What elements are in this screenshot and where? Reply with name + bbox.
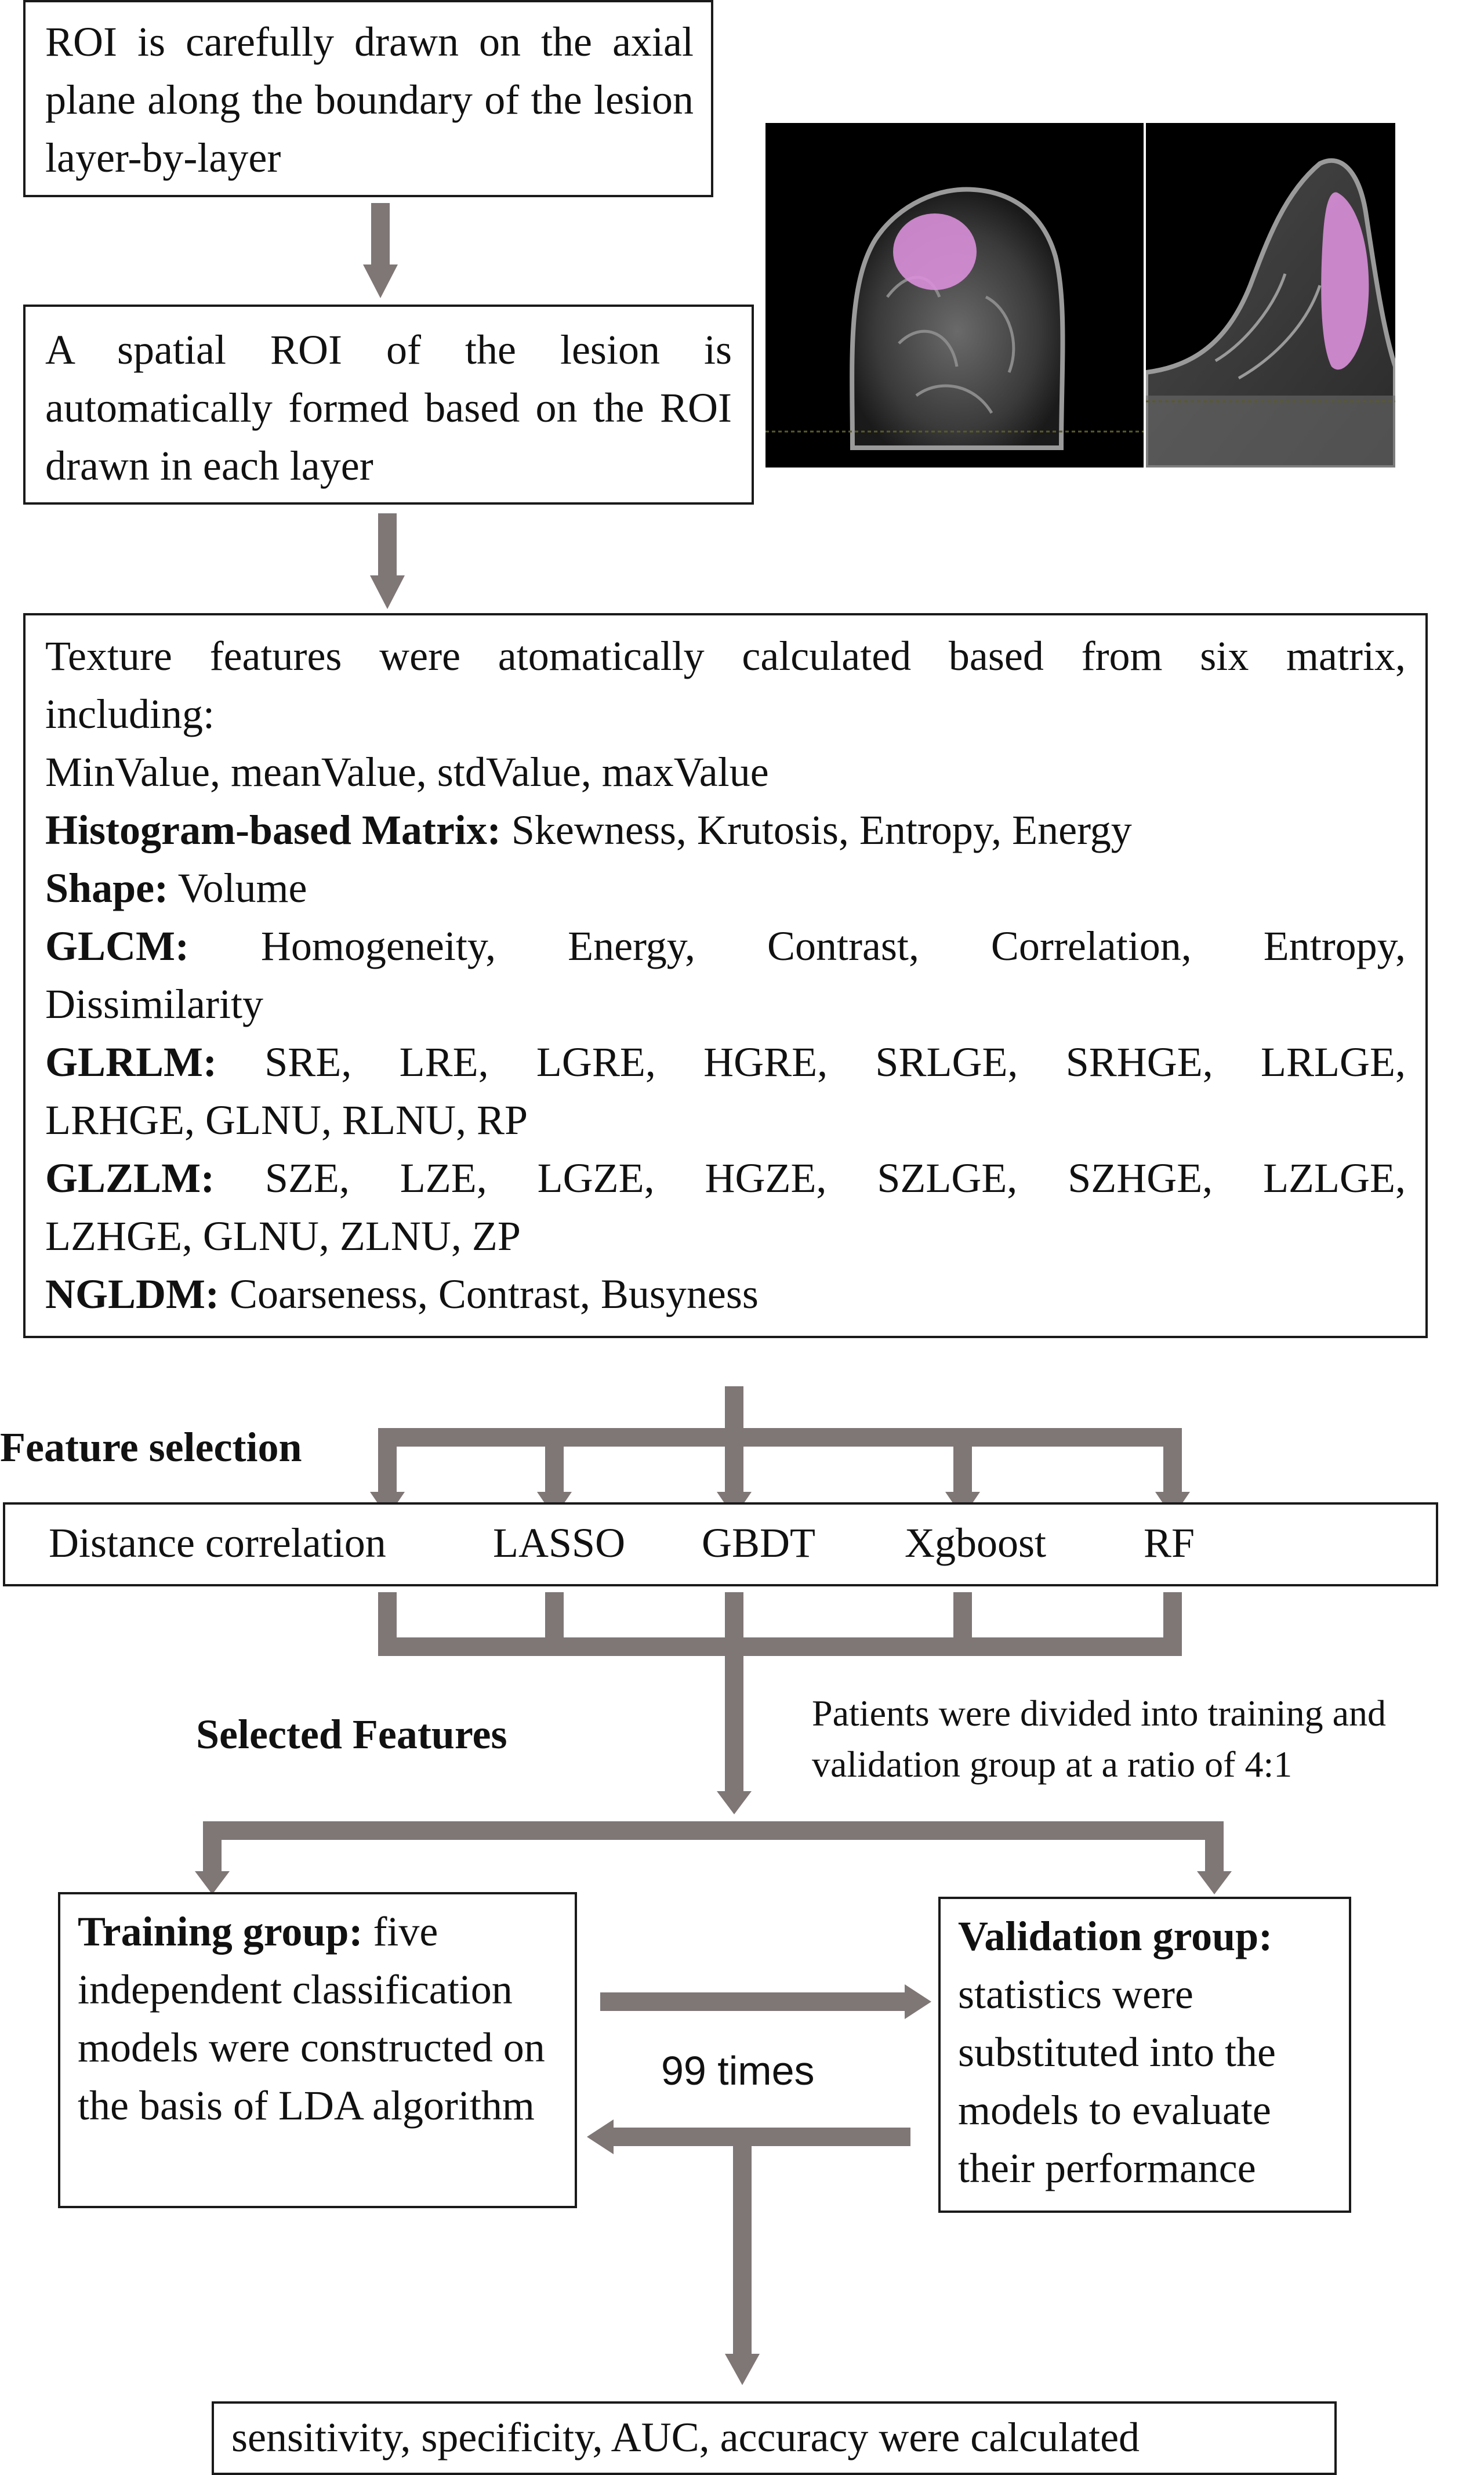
glzlm-label: GLZLM: [45, 1155, 215, 1201]
ngldm-line: NGLDM: Coarseness, Contrast, Busyness [45, 1265, 1406, 1323]
glrlm-line: GLRLM: SRE, LRE, LGRE, HGRE, SRLGE, SRHG… [45, 1033, 1406, 1091]
glcm-label: GLCM: [45, 923, 189, 969]
merge-branch-2-shaft [545, 1592, 564, 1641]
selection-branch-2-shaft [545, 1428, 564, 1495]
split-bar [203, 1821, 1224, 1840]
glrlm-label: GLRLM: [45, 1039, 217, 1085]
split-note-line1: Patients were divided into training and [812, 1693, 1386, 1734]
validation-to-train-shaft [612, 2128, 910, 2146]
roi-drawing-step-box: ROI is carefully drawn on the axial plan… [23, 0, 713, 197]
method-lasso: LASSO [493, 1520, 626, 1566]
histogram-features: Skewness, Krutosis, Entropy, Energy [500, 807, 1132, 853]
selection-methods-box [3, 1502, 1438, 1586]
selection-branch-3-shaft [725, 1428, 743, 1495]
arrow-step2-to-features-shaft [378, 513, 397, 578]
method-rf: RF [1144, 1520, 1195, 1566]
merge-branch-4-shaft [953, 1592, 972, 1641]
basic-stats-line: MinValue, meanValue, stdValue, maxValue [45, 749, 769, 795]
split-left-head [195, 1871, 230, 1894]
features-intro-line1: Texture features were atomatically calcu… [45, 633, 1406, 679]
glzlm-features: SZE, LZE, LGZE, HGZE, SZLGE, SZHGE, LZLG… [215, 1155, 1406, 1201]
glrlm-line-2: LRHGE, GLNU, RLNU, RP [45, 1097, 528, 1143]
split-note-line2: validation group at a ratio of 4:1 [812, 1744, 1293, 1785]
result-arrow-head [725, 2354, 760, 2385]
arrow-step1-to-step2-shaft [371, 203, 390, 267]
iterations-label: 99 times [661, 2048, 815, 2093]
validation-group-text: statistics were substituted into the mod… [958, 1971, 1276, 2191]
mri-axial-image [765, 123, 1144, 468]
spatial-roi-step-text: A spatial ROI of the lesion is automatic… [45, 327, 732, 489]
split-left-shaft [203, 1821, 222, 1874]
split-right-head [1197, 1871, 1232, 1894]
features-intro-line2: including: [45, 691, 215, 737]
histogram-line: Histogram-based Matrix: Skewness, Krutos… [45, 801, 1406, 859]
method-distance-correlation: Distance correlation [49, 1520, 386, 1566]
method-gbdt: GBDT [702, 1520, 815, 1566]
shape-features: Volume [168, 865, 307, 911]
training-group-text: five independent classification models w… [78, 1908, 545, 2129]
merge-bottom-bar [378, 1637, 1182, 1656]
glcm-line-2: Dissimilarity [45, 981, 263, 1027]
glzlm-line-2: LZHGE, GLNU, ZLNU, ZP [45, 1213, 521, 1259]
selection-top-bar [378, 1428, 1182, 1447]
method-xgboost: Xgboost [905, 1520, 1047, 1566]
glcm-line: GLCM: Homogeneity, Energy, Contrast, Cor… [45, 917, 1406, 975]
split-right-shaft [1205, 1821, 1224, 1874]
glcm-features: Homogeneity, Energy, Contrast, Correlati… [188, 923, 1406, 969]
selected-features-label: Selected Features [196, 1711, 507, 1757]
validation-group-label: Validation group: [958, 1913, 1273, 1959]
result-box: sensitivity, specificity, AUC, accuracy … [212, 2401, 1337, 2475]
arrow-step2-to-features-head [370, 575, 405, 609]
mri-sagittal-image [1146, 123, 1395, 468]
training-group-label: Training group: [78, 1908, 363, 1955]
glzlm-line: GLZLM: SZE, LZE, LGZE, HGZE, SZLGE, SZHG… [45, 1149, 1406, 1207]
validation-to-train-head [587, 2119, 614, 2154]
selection-branch-1-shaft [378, 1428, 397, 1495]
train-to-validation-shaft [600, 1992, 908, 2011]
shape-line: Shape: Volume [45, 859, 1406, 917]
ngldm-features: Coarseness, Contrast, Busyness [219, 1271, 759, 1317]
arrow-step1-to-step2-head [363, 264, 398, 298]
result-arrow-shaft [733, 2137, 752, 2357]
selected-features-stem-head [717, 1791, 752, 1814]
ngldm-label: NGLDM: [45, 1271, 219, 1317]
roi-drawing-step-text: ROI is carefully drawn on the axial plan… [45, 19, 694, 181]
result-text: sensitivity, specificity, AUC, accuracy … [231, 2414, 1140, 2460]
glrlm-features: SRE, LRE, LGRE, HGRE, SRLGE, SRHGE, LRLG… [216, 1039, 1406, 1085]
merge-branch-3-shaft [725, 1592, 743, 1641]
selection-branch-4-shaft [953, 1428, 972, 1495]
validation-group-box: Validation group: statistics were substi… [938, 1897, 1351, 2213]
selection-branch-5-shaft [1163, 1428, 1182, 1495]
histogram-label: Histogram-based Matrix: [45, 807, 501, 853]
train-to-validation-head [905, 1984, 931, 2019]
texture-features-box: Texture features were atomatically calcu… [23, 613, 1428, 1338]
selected-features-stem [725, 1637, 743, 1794]
spatial-roi-step-box: A spatial ROI of the lesion is automatic… [23, 305, 754, 505]
shape-label: Shape: [45, 865, 169, 911]
training-group-box: Training group: five independent classif… [58, 1892, 577, 2208]
feature-selection-heading: Feature selection [0, 1424, 302, 1470]
